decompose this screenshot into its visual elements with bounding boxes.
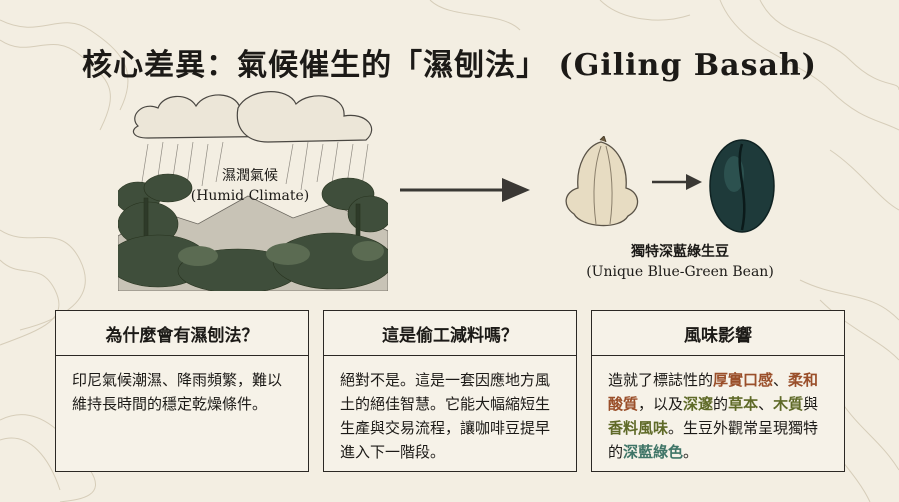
flavor-text: 、 (773, 371, 789, 389)
flavor-text: 。生豆外觀常呈現獨特的 (608, 419, 819, 461)
bean-label: 獨特深藍綠生豆 (Unique Blue-Green Bean) (560, 242, 800, 282)
card-flavor-impact: 風味影響 造就了標誌性的厚實口感、柔和酸質，以及深邃的草本、木質與香料風味。生豆… (591, 310, 845, 472)
flavor-text: 的 (713, 395, 729, 413)
flavor-text: 。 (683, 443, 699, 461)
flavor-text: 造就了標誌性的 (608, 371, 714, 389)
humid-climate-illustration (118, 91, 388, 291)
flavor-highlight: 香料風味 (608, 419, 669, 437)
climate-label-zh: 濕潤氣候 (222, 168, 278, 184)
page-title: 核心差異：氣候催生的「濕刨法」 (Giling Basah) (82, 48, 817, 83)
arrow-right-icon (400, 178, 530, 202)
card-shortcut-question: 這是偷工減料嗎？ 絕對不是。這是一套因應地方風土的絕佳智慧。它能大幅縮短生生產與… (323, 310, 577, 472)
blue-green-bean-illustration (709, 139, 775, 233)
flavor-text: ，以及 (638, 395, 684, 413)
flavor-text: 、 (758, 395, 774, 413)
flavor-highlight: 柔和酸質 (608, 371, 819, 413)
coffee-cherry-seed-illustration (565, 136, 639, 227)
small-arrow-right-icon (652, 174, 702, 190)
flavor-highlight: 深邃 (683, 395, 714, 413)
climate-label: 濕潤氣候 (Humid Climate) (150, 166, 350, 206)
flavor-highlight: 厚實口感 (713, 371, 774, 389)
climate-label-en: (Humid Climate) (190, 188, 310, 204)
card-heading: 為什麼會有濕刨法？ (56, 311, 308, 356)
bean-label-zh: 獨特深藍綠生豆 (631, 244, 729, 260)
card-why-wet-hulling: 為什麼會有濕刨法？ 印尼氣候潮濕、降雨頻繁，難以維持長時間的穩定乾燥條件。 (55, 310, 309, 472)
card-body-rich: 造就了標誌性的厚實口感、柔和酸質，以及深邃的草本、木質與香料風味。生豆外觀常呈現… (592, 356, 844, 464)
flavor-text: 與 (803, 395, 819, 413)
bean-label-en: (Unique Blue-Green Bean) (586, 264, 774, 280)
card-heading: 這是偷工減料嗎？ (324, 311, 576, 356)
flavor-highlight: 草本 (728, 395, 759, 413)
card-heading: 風味影響 (592, 311, 844, 356)
flavor-highlight: 深藍綠色 (623, 443, 684, 461)
card-body: 絕對不是。這是一套因應地方風土的絕佳智慧。它能大幅縮短生生產與交易流程，讓咖啡豆… (340, 371, 551, 461)
flavor-highlight: 木質 (773, 395, 804, 413)
card-body: 印尼氣候潮濕、降雨頻繁，難以維持長時間的穩定乾燥條件。 (72, 371, 283, 413)
